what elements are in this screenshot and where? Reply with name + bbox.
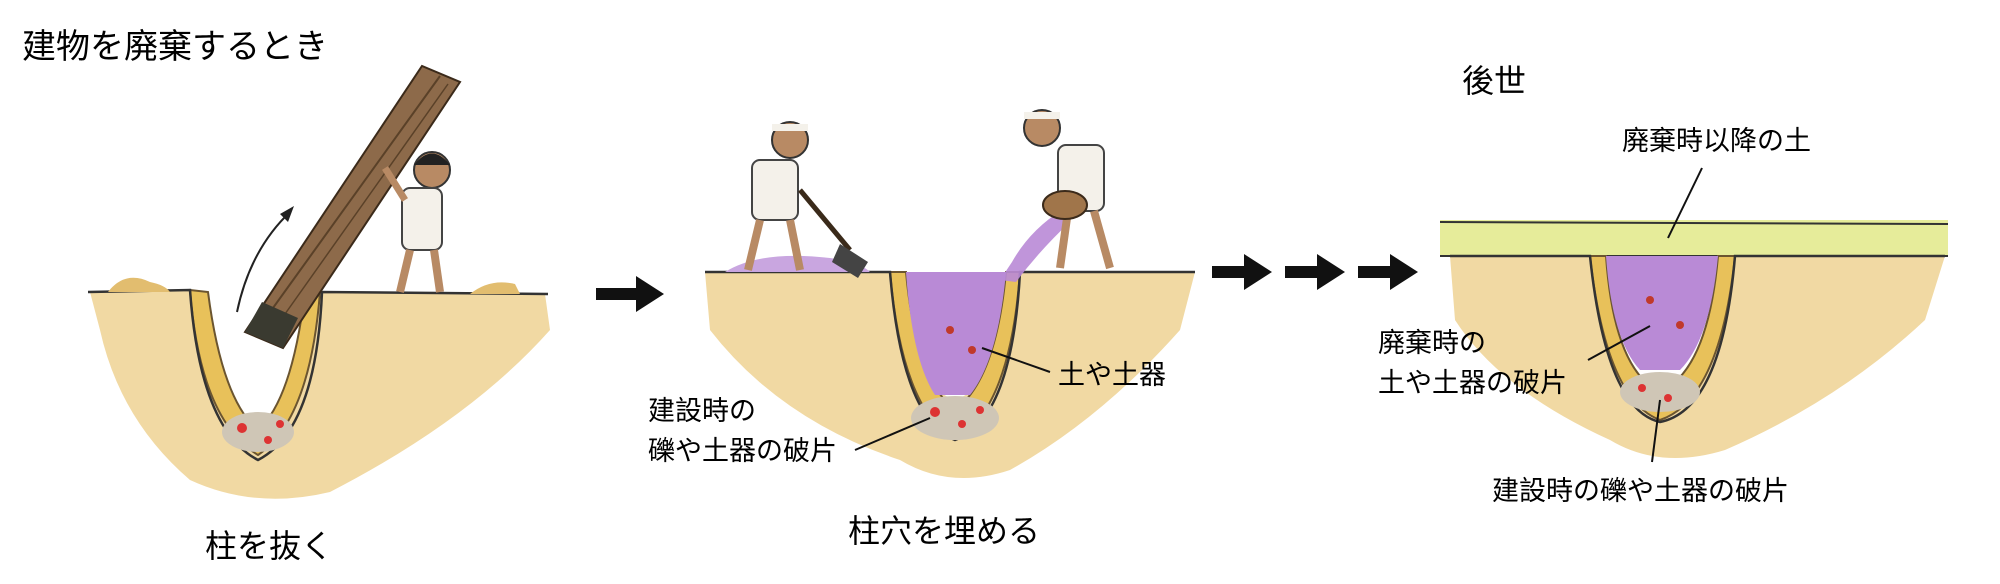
soil-ground xyxy=(90,290,550,499)
leader-fill xyxy=(981,347,1051,373)
worker-pulling-pillar xyxy=(382,151,451,293)
basket xyxy=(1042,190,1088,220)
topsoil-layer xyxy=(1440,220,1948,256)
pottery-shard xyxy=(1638,384,1646,392)
pouring-soil-stream xyxy=(1000,210,1070,282)
panel-pull-pillar: 柱を抜く xyxy=(87,64,550,565)
pull-arrow-head xyxy=(280,206,294,222)
leader-construction xyxy=(1651,399,1661,463)
shovel-blade xyxy=(832,244,868,278)
later-title: 後世 xyxy=(1462,62,1526,100)
leader-abandon xyxy=(1587,325,1651,361)
pottery-shard xyxy=(237,423,247,433)
label-topsoil: 廃棄時以降の土 xyxy=(1622,126,1811,157)
step-arrow-1 xyxy=(596,276,664,312)
label-construction-line1: 建設時の xyxy=(648,396,756,427)
label-fill: 土や土器 xyxy=(1058,360,1166,391)
worker-pouring xyxy=(1023,109,1114,270)
soil-ground xyxy=(705,272,1195,478)
main-title: 建物を廃棄するとき xyxy=(22,27,328,67)
pottery-shard xyxy=(264,436,272,444)
ground-line xyxy=(87,288,549,462)
gravel-pit-bottom xyxy=(911,396,999,440)
label-construction: 建設時の礫や土器の破片 xyxy=(1492,476,1789,507)
label-abandon-line1: 廃棄時の xyxy=(1378,328,1486,359)
label-abandon-line2: 土や土器の破片 xyxy=(1378,368,1567,399)
caption-pull-pillar: 柱を抜く xyxy=(205,527,333,565)
shovel-handle xyxy=(798,188,852,252)
leader-construction xyxy=(854,417,931,451)
pottery-shard xyxy=(276,420,284,428)
step-arrows-later xyxy=(1212,254,1418,290)
excavated-dirt-right xyxy=(470,282,520,294)
panel-fill-hole: 土や土器 建設時の 礫や土器の破片 柱穴を埋める xyxy=(648,109,1195,550)
fill-purple xyxy=(906,272,1006,395)
panel-later: 後世 廃棄時以降の土 廃棄時の 土や土器の破片 建設時の礫や土器の破片 xyxy=(1378,62,1949,507)
fill-purple xyxy=(1606,256,1718,370)
gravel-pit-bottom xyxy=(222,412,294,452)
label-construction-line2: 礫や土器の破片 xyxy=(648,436,837,467)
pillar-log xyxy=(243,64,462,350)
soil-ground xyxy=(1450,256,1945,458)
pottery-shard xyxy=(976,406,984,414)
pottery-shard xyxy=(930,407,940,417)
pottery-shard xyxy=(1676,321,1684,329)
gravel-pit-bottom xyxy=(1620,372,1700,412)
pottery-shard xyxy=(1664,394,1672,402)
pottery-shard xyxy=(958,420,966,428)
pottery-shard xyxy=(1646,296,1654,304)
excavated-dirt-left xyxy=(108,277,170,292)
leader-topsoil xyxy=(1667,167,1703,239)
ground-line xyxy=(1450,254,1945,424)
pottery-shard xyxy=(968,346,976,354)
worker-shoveling xyxy=(744,121,868,278)
pull-direction-arrow xyxy=(236,211,291,313)
pottery-shard xyxy=(946,326,954,334)
caption-fill-hole: 柱穴を埋める xyxy=(848,512,1040,550)
